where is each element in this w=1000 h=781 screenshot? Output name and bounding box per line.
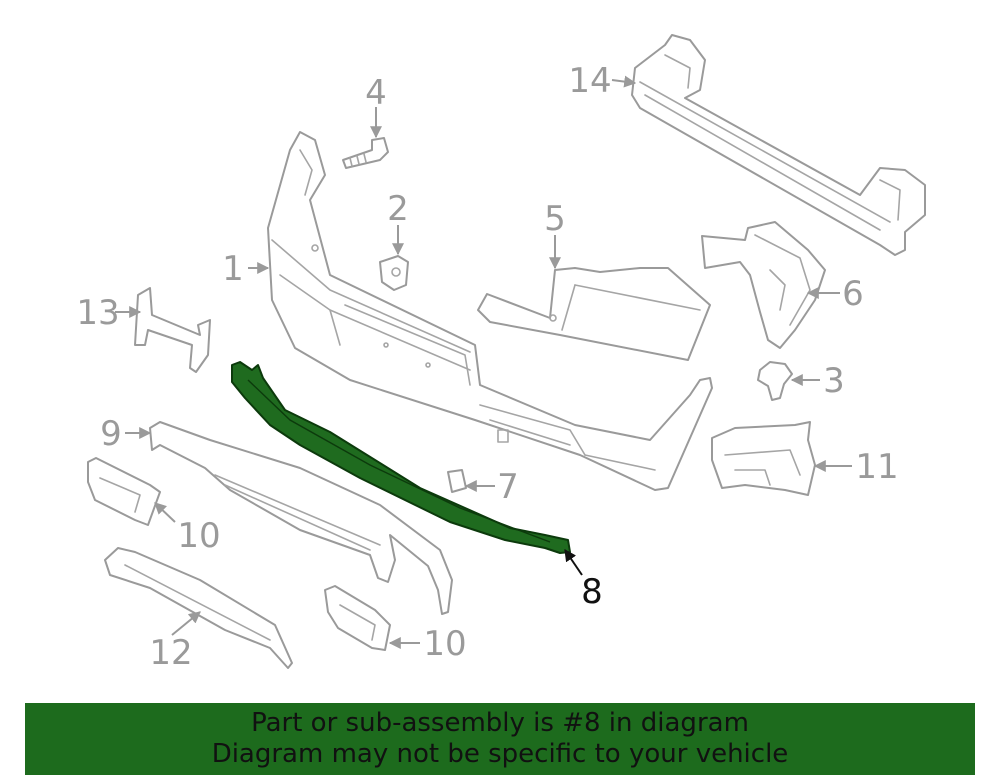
part-11-side-bracket xyxy=(711,421,816,496)
callout-12: 12 xyxy=(149,633,192,673)
callout-11: 11 xyxy=(855,447,898,487)
callout-10-left: 10 xyxy=(177,516,220,556)
leader-lines xyxy=(115,75,852,649)
callout-7: 7 xyxy=(497,467,519,507)
banner-line-2: Diagram may not be specific to your vehi… xyxy=(211,739,789,769)
part-10-bracket-left xyxy=(87,457,161,526)
part-7-small-clip xyxy=(447,469,467,493)
callout-1: 1 xyxy=(222,249,244,289)
callout-3: 3 xyxy=(823,361,845,401)
callout-4: 4 xyxy=(365,73,387,113)
callout-14: 14 xyxy=(568,61,611,101)
part-2-clip xyxy=(379,255,409,291)
part-4-bolt xyxy=(342,137,389,169)
callout-13: 13 xyxy=(76,293,119,333)
callout-5: 5 xyxy=(544,199,566,239)
parts-diagram: 4 2 1 5 14 6 3 11 7 13 9 10 12 10 8 xyxy=(76,34,926,673)
part-5-lower-panel xyxy=(477,267,711,361)
part-9-lower-trim xyxy=(149,421,453,615)
part-12-lower-strip xyxy=(104,547,293,669)
part-13-bracket xyxy=(134,287,211,373)
callout-2: 2 xyxy=(387,189,409,229)
part-8-highlighted-deflector xyxy=(231,361,571,554)
banner-line-1: Part or sub-assembly is #8 in diagram xyxy=(251,708,749,738)
callout-10-right: 10 xyxy=(423,624,466,664)
callout-9: 9 xyxy=(100,414,122,454)
callout-6: 6 xyxy=(842,274,864,314)
part-10-bracket-right xyxy=(324,585,391,651)
part-1-bumper-cover xyxy=(267,131,713,491)
part-14-reinforcement-beam xyxy=(631,34,926,256)
part-6-bracket xyxy=(701,221,826,349)
part-3-push-clip xyxy=(757,361,793,401)
info-banner: Part or sub-assembly is #8 in diagram Di… xyxy=(25,703,975,775)
callout-8: 8 xyxy=(581,572,603,612)
